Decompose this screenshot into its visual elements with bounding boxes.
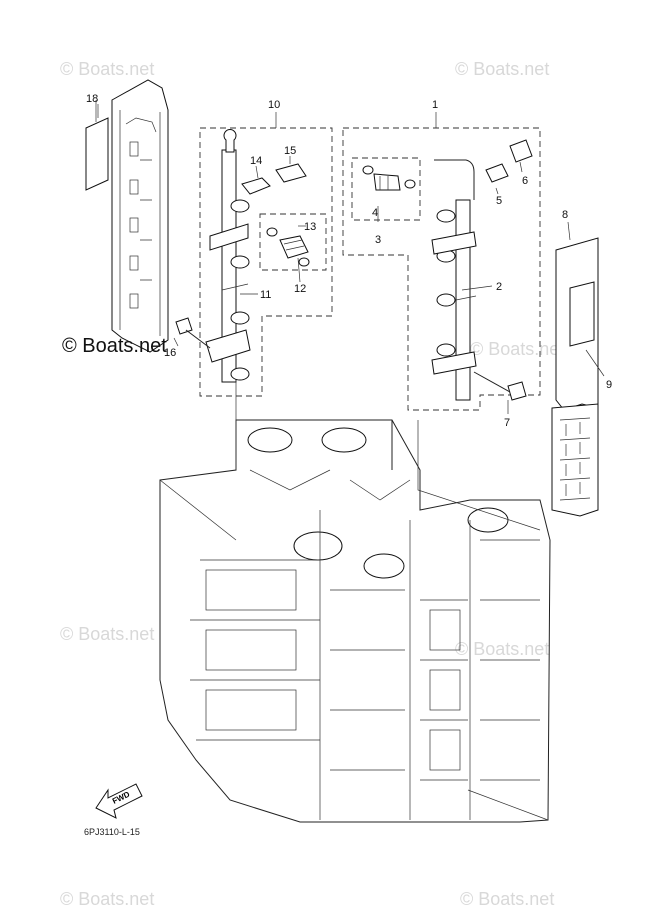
watermark-main-line1: © Boats.net (62, 335, 167, 357)
part-18-label-plate (85, 117, 109, 191)
faint-watermarks: © Boats.net © Boats.net © Boats.net © Bo… (60, 59, 564, 909)
callout-6: 6 (522, 175, 528, 187)
group-3-box (351, 157, 421, 221)
part-5-clip (485, 163, 509, 183)
callout-7: 7 (504, 417, 510, 429)
part-16-bolt (175, 317, 211, 349)
callout-14: 14 (250, 155, 262, 167)
callout-9: 9 (606, 379, 612, 391)
callout-3: 3 (375, 234, 381, 246)
group-12-box (259, 213, 327, 271)
callout-12: 12 (294, 283, 306, 295)
fwd-arrow: FWD (95, 783, 143, 819)
part-18-cover (111, 79, 169, 353)
part-8-cover (551, 237, 599, 517)
part-15-clip (275, 163, 307, 183)
callout-4: 4 (372, 207, 378, 219)
watermark-bottom-right: © Boats.net (460, 889, 554, 909)
callout-5: 5 (496, 195, 502, 207)
watermark-top-left: © Boats.net (60, 59, 154, 79)
engine-block (159, 419, 551, 823)
callout-labels: 1 2 3 4 5 6 7 8 9 10 11 12 13 14 15 16 1… (86, 93, 612, 429)
part-13-injector (266, 227, 310, 267)
diagram-code: 6PJ3110-L-15 (84, 827, 140, 837)
callout-18: 18 (86, 93, 98, 105)
part-6-clip (509, 139, 533, 163)
part-14-clip (241, 177, 271, 195)
part-7-bolt (473, 371, 527, 401)
leader-left-cover (159, 479, 237, 541)
callout-11: 11 (260, 289, 271, 301)
group-10-box (199, 127, 333, 397)
part-2-fuel-rail (431, 159, 477, 401)
leader-right-bottom (467, 789, 549, 821)
watermark-bottom-left: © Boats.net (60, 889, 154, 909)
group-1-box (342, 127, 541, 411)
leader-right-rail (417, 420, 541, 531)
watermark-mid-left: © Boats.net (60, 624, 154, 644)
watermark-lower-right: © Boats.net (455, 639, 549, 659)
watermark-top-right: © Boats.net (455, 59, 549, 79)
callout-1: 1 (432, 99, 438, 111)
part-4-injector (362, 165, 416, 191)
callout-15: 15 (284, 145, 296, 157)
callout-8: 8 (562, 209, 568, 221)
watermark-mid-right: © Boats.net (470, 339, 564, 359)
part-11-fuel-rail (205, 129, 251, 383)
callout-10: 10 (268, 99, 280, 111)
callout-16: 16 (164, 347, 176, 359)
callout-2: 2 (496, 281, 502, 293)
callout-13: 13 (304, 221, 316, 233)
callout-leaders (97, 104, 605, 414)
